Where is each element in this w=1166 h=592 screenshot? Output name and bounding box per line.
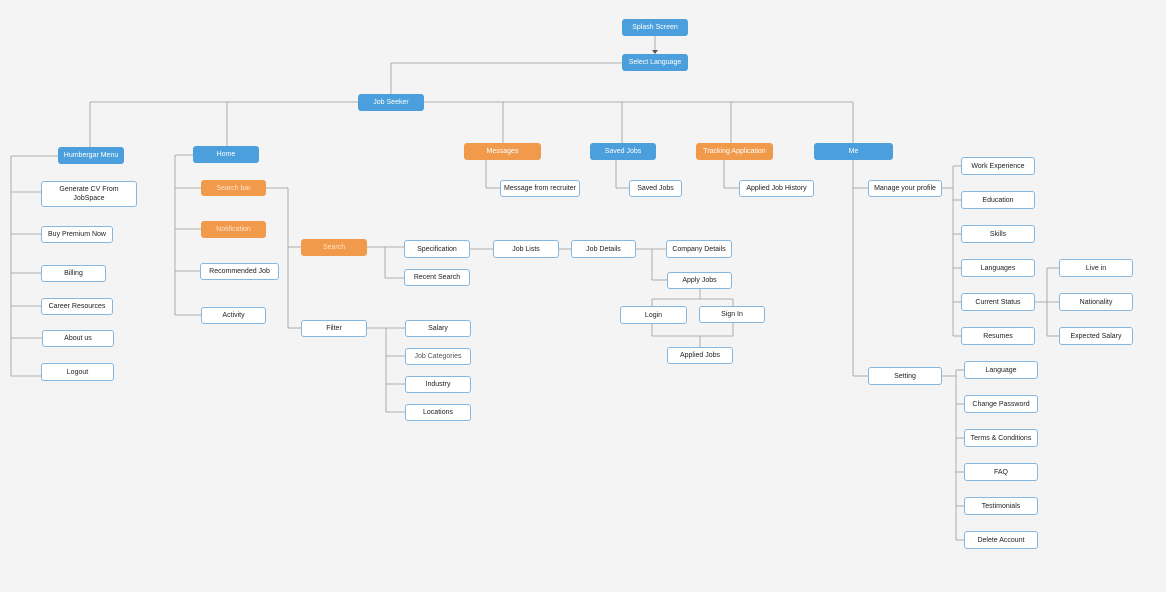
node-faq: FAQ [964,463,1038,481]
node-current-status: Current Status [961,293,1035,311]
node-about-us: About us [42,330,114,347]
node-career-resources: Career Resources [41,298,113,315]
node-delete-account: Delete Account [964,531,1038,549]
node-logout: Logout [41,363,114,381]
node-change-password: Change Password [964,395,1038,413]
node-job-categories: Job Categories [405,348,471,365]
node-resumes: Resumes [961,327,1035,345]
node-applied-jobs: Applied Jobs [667,347,733,364]
node-buy-premium: Buy Premium Now [41,226,113,243]
node-search-bar: Search bar [201,180,266,196]
node-me: Me [814,143,893,160]
node-setting-language: Language [964,361,1038,379]
node-locations: Locations [405,404,471,421]
node-applied-job-history: Applied Job History [739,180,814,197]
node-job-lists: Job Lists [493,240,559,258]
node-skills: Skills [961,225,1035,243]
node-salary: Salary [405,320,471,337]
node-login: Login [620,306,687,324]
node-work-experience: Work Experience [961,157,1035,175]
node-languages: Languages [961,259,1035,277]
node-live-in: Live in [1059,259,1133,277]
node-manage-profile: Manage your profile [868,180,942,197]
node-job-seeker: Job Seeker [358,94,424,111]
node-messages: Messages [464,143,541,160]
node-recent-search: Recent Search [404,269,470,286]
node-setting: Setting [868,367,942,385]
node-filter: Filter [301,320,367,337]
node-expected-salary: Expected Salary [1059,327,1133,345]
node-activity: Activity [201,307,266,324]
node-splash-screen: Splash Screen [622,19,688,36]
node-specification: Specification [404,240,470,258]
node-home: Home [193,146,259,163]
node-generate-cv: Generate CV From JobSpace [41,181,137,207]
node-industry: Industry [405,376,471,393]
node-message-from-recruiter: Message from recruiter [500,180,580,197]
node-saved-jobs: Saved Jobs [590,143,656,160]
node-testimonials: Testimonials [964,497,1038,515]
node-search: Search [301,239,367,256]
node-tracking-application: Tracking Application [696,143,773,160]
node-humbergar-menu: Humbergar Menu [58,147,124,164]
node-education: Education [961,191,1035,209]
node-billing: Billing [41,265,106,282]
node-select-language: Select Language [622,54,688,71]
node-nationality: Nationality [1059,293,1133,311]
node-notification: Notification [201,221,266,238]
node-sign-in: Sign In [699,306,765,323]
node-company-details: Company Details [666,240,732,258]
node-apply-jobs: Apply Jobs [667,272,732,289]
node-terms-conditions: Terms & Conditions [964,429,1038,447]
arrow-head-icon [652,50,658,54]
node-job-details: Job Details [571,240,636,258]
node-saved-jobs-list: Saved Jobs [629,180,682,197]
node-recommended-job: Recommended Job [200,263,279,280]
